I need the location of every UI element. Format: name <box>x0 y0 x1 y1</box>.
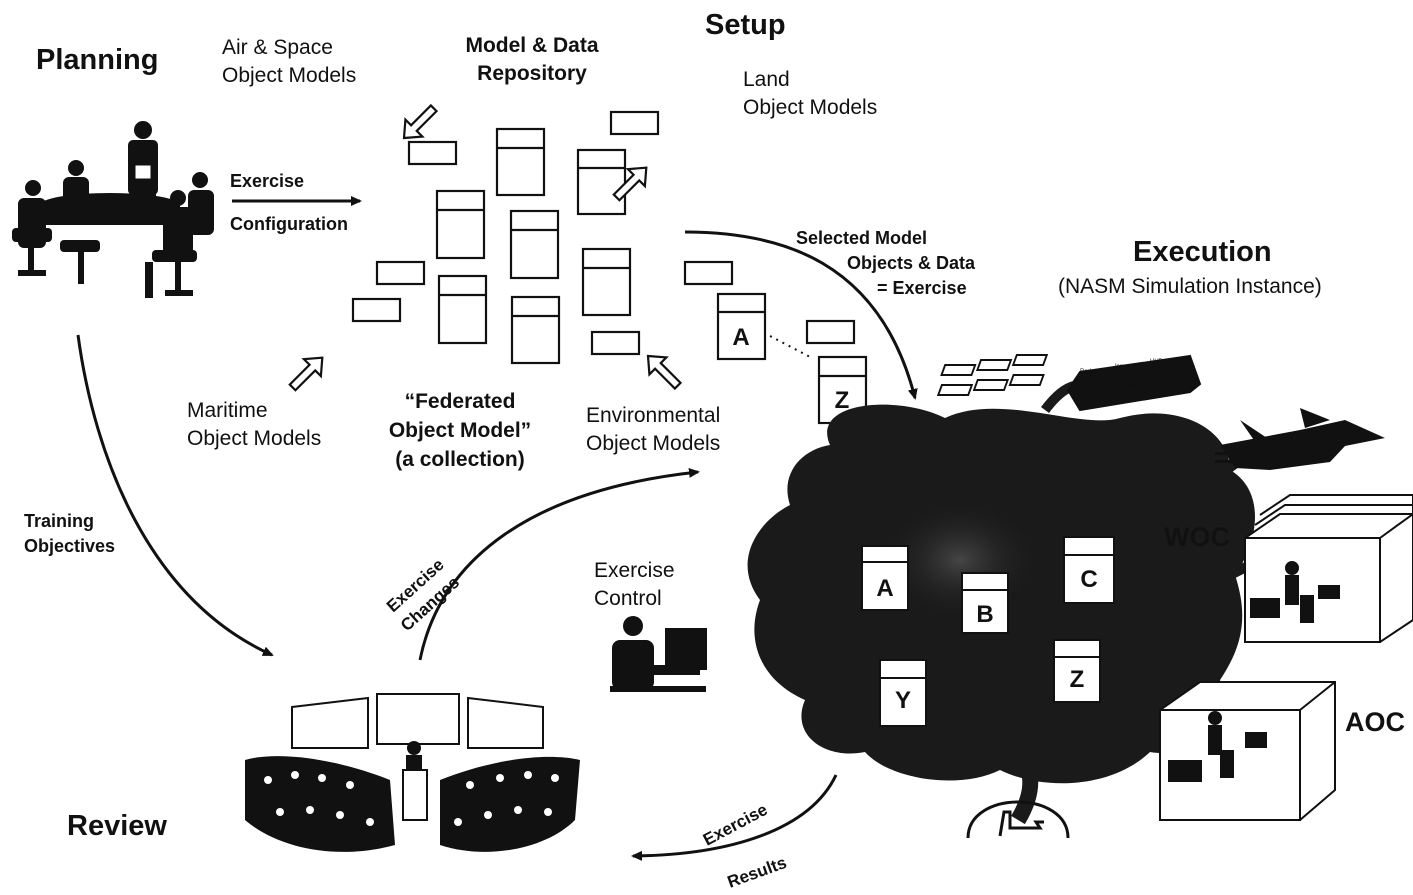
training-objectives-label-line2: Objectives <box>24 536 116 556</box>
hollow-inflow-arrows <box>288 103 683 392</box>
land-label-line2: Object Models <box>743 96 878 119</box>
federated-label-line2: Object Model” <box>388 419 532 442</box>
cloud-box-c-letter: C <box>1080 566 1097 593</box>
woc-operations-center <box>1244 494 1413 643</box>
exercise-results-label-line1: Exercise <box>700 800 771 850</box>
setup-heading: Setup <box>705 9 786 41</box>
woc-label: WOC <box>1164 522 1230 552</box>
planning-group-silhouette <box>12 121 214 298</box>
cloud-box-z-letter: Z <box>1070 666 1085 693</box>
review-room-silhouette <box>245 693 580 852</box>
execution-heading: Execution <box>1133 236 1272 268</box>
cockpit-display-panel <box>936 354 1202 412</box>
setup-box-z-letter: Z <box>835 387 850 414</box>
panel-label-icons: Icons <box>1115 364 1129 370</box>
simulator-dome <box>966 800 1070 839</box>
air-space-label-line1: Air & Space <box>222 36 333 59</box>
selected-model-label-line2: Objects & Data <box>847 253 976 273</box>
training-objectives-label-line1: Training <box>24 511 95 531</box>
environmental-label-line2: Object Models <box>586 432 721 455</box>
repository-model-objects <box>351 110 868 425</box>
aoc-label: AOC <box>1345 707 1405 737</box>
execution-subheading: (NASM Simulation Instance) <box>1058 275 1322 298</box>
cockpit-panel-labels: Radar Icons HUD Pilot Engine Missile <box>1080 359 1171 395</box>
selected-model-label-line3: = Exercise <box>877 278 967 298</box>
environmental-label-line1: Environmental <box>586 404 721 427</box>
cloud-box-y-letter: Y <box>895 687 911 714</box>
selected-model-label-line1: Selected Model <box>796 228 928 248</box>
flow-arrows <box>76 230 918 861</box>
exercise-results-label-line2: Results <box>725 853 789 892</box>
repository-label-line2: Repository <box>477 62 587 85</box>
exercise-control-operator <box>610 616 707 692</box>
panel-label-radar: Radar <box>1080 369 1096 375</box>
maritime-label-line1: Maritime <box>187 399 268 422</box>
panel-label-pilot: Pilot <box>1082 389 1094 395</box>
planning-heading: Planning <box>36 44 159 76</box>
panel-label-hud: HUD <box>1150 359 1164 365</box>
air-space-label-line2: Object Models <box>222 64 357 87</box>
federated-label-line3: (a collection) <box>395 448 525 471</box>
exercise-config-label-line2: Configuration <box>230 214 348 234</box>
exercise-config-label-line1: Exercise <box>230 171 305 191</box>
aoc-operations-center <box>1159 681 1336 821</box>
maritime-label-line2: Object Models <box>187 427 322 450</box>
setup-box-a-letter: A <box>732 324 749 351</box>
exercise-control-label-line2: Control <box>594 587 662 610</box>
review-heading: Review <box>67 810 167 842</box>
exercise-control-label-line1: Exercise <box>594 559 675 582</box>
box-letters: A Z A B C Y Z <box>732 324 1097 714</box>
panel-label-engine: Engine <box>1118 384 1137 390</box>
land-label-line1: Land <box>743 68 790 91</box>
federated-label-line1: “Federated <box>404 390 516 413</box>
panel-label-missile: Missile <box>1152 379 1171 385</box>
cloud-box-a-letter: A <box>876 575 893 602</box>
repository-label-line1: Model & Data <box>465 34 599 57</box>
cloud-box-b-letter: B <box>976 601 993 628</box>
fighter-jet-silhouette <box>1215 408 1385 470</box>
cloud-model-objects <box>861 536 1115 727</box>
a-to-z-dotted-line <box>769 335 813 359</box>
